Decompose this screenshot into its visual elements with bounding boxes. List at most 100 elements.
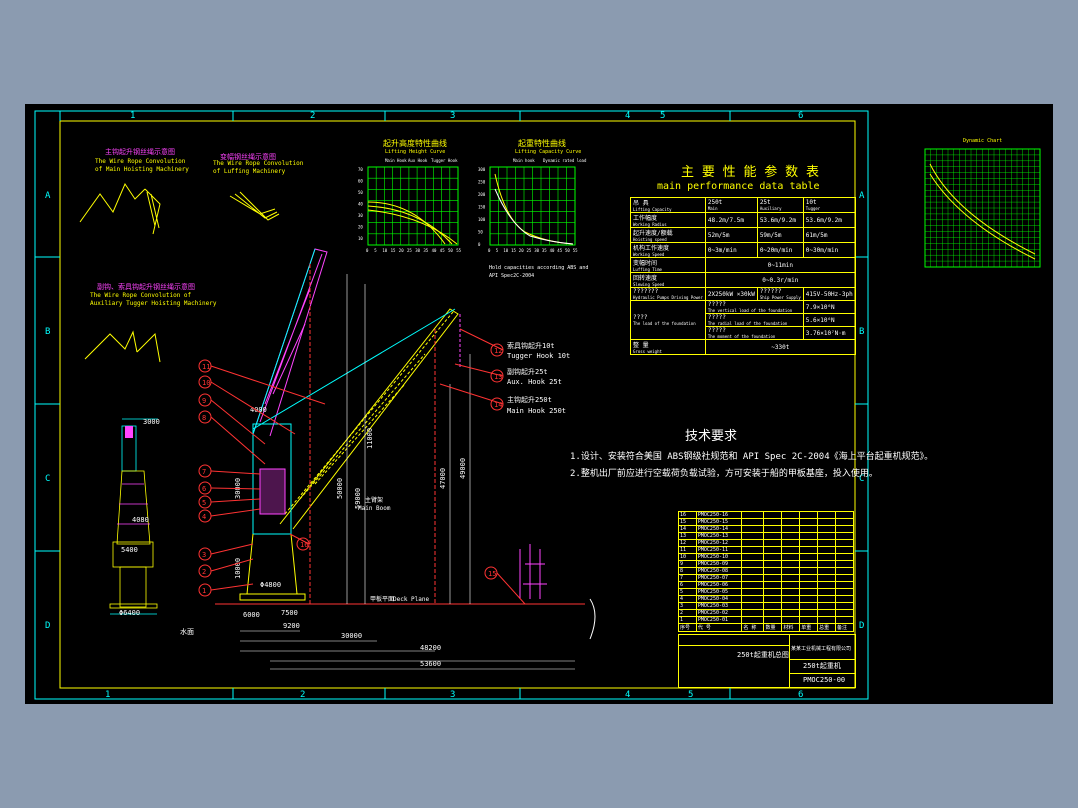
title-block: 250t起重机总图 某某工业机械工程有限公司 250t起重机 PMOC250-0…	[678, 634, 856, 688]
callout-leader	[210, 543, 254, 555]
tick-label: 60	[358, 179, 363, 184]
dim: 6000	[243, 611, 260, 619]
col-label: 4	[625, 111, 630, 121]
tick-label: 50	[565, 248, 570, 253]
dim: 47000	[439, 468, 447, 489]
perf-title-en: main performance data table	[657, 181, 820, 192]
callout-leader	[210, 583, 254, 591]
callout-number: 9	[202, 397, 206, 405]
callout-leader	[210, 558, 254, 572]
perf-title-cn: 主 要 性 能 参 数 表	[681, 165, 819, 180]
col-label: 5	[660, 111, 665, 121]
tick-label: 40	[358, 202, 363, 207]
row-label: C	[45, 474, 50, 484]
rope-luffing-cn: 变幅钢丝绳示意图	[220, 152, 276, 161]
tick-label: 0	[366, 248, 369, 253]
bom-code: PMOC250-02	[695, 609, 743, 617]
tick-label: 50	[478, 230, 483, 235]
bom-header: 材料	[781, 623, 801, 632]
tick-label: 10	[382, 248, 387, 253]
dim: 11000	[366, 428, 374, 449]
callout-circle	[198, 547, 212, 561]
callout-number: 4	[202, 513, 206, 521]
main-boom-en: Main Boom	[358, 505, 391, 512]
tech-req-title: 技术要求	[685, 429, 738, 444]
rope-aux-en1: The Wire Rope Convolution of	[90, 292, 192, 299]
crane-main-view	[239, 248, 461, 604]
legend: Main Hook	[385, 158, 407, 163]
height-grid	[368, 167, 458, 245]
callout-circle	[198, 481, 212, 495]
product-name: 250t起重机	[803, 662, 841, 670]
tick-label: 300	[478, 167, 486, 172]
hook-en: Main Hook 250t	[507, 407, 566, 415]
callout-circle	[198, 375, 212, 389]
col-label: 2	[310, 111, 315, 121]
row-label: D	[45, 621, 50, 631]
bom-code: PMOC250-12	[695, 539, 743, 547]
callout-circle	[198, 583, 212, 597]
tick-label: 20	[519, 248, 524, 253]
callout-number: 16	[300, 541, 308, 549]
tick-label: 100	[478, 217, 486, 222]
zone-dividers	[35, 111, 868, 699]
callout-leader	[210, 365, 326, 405]
callout-leader	[454, 363, 504, 377]
callout-circle	[198, 564, 212, 578]
callout-number: 5	[202, 499, 206, 507]
dim: Φ4800	[260, 581, 281, 589]
tick-label: 45	[440, 248, 445, 253]
legend: Tugger Hook	[431, 158, 458, 163]
tick-label: 15	[511, 248, 516, 253]
bom-code: PMOC250-15	[695, 518, 743, 526]
tick-label: 40	[550, 248, 555, 253]
tick-label: 10	[358, 236, 363, 241]
tech-req-line2: 2.整机出厂前应进行空载荷负载试验，方可安装于船的甲板基座，投入使用。	[570, 469, 878, 479]
dim: 50000	[336, 478, 344, 499]
bom-header: 名 称	[741, 623, 765, 632]
callout-number: 6	[202, 485, 206, 493]
height-chart-title-en: Lifting Height Curve	[385, 149, 445, 155]
deck-cn: 甲板平面	[370, 595, 394, 603]
bom-header: 数量	[763, 623, 783, 632]
tick-label: 30	[534, 248, 539, 253]
row-label: D	[859, 621, 864, 631]
ship-structure	[519, 544, 547, 599]
bom-code: PMOC250-08	[695, 567, 743, 575]
callout-circle	[198, 393, 212, 407]
col-label: 4	[625, 690, 630, 700]
rope-main-en1: The Wire Rope Convolution	[95, 158, 186, 165]
outer-border	[34, 110, 869, 700]
tick-label: 35	[423, 248, 428, 253]
col-label: 5	[688, 690, 693, 700]
col-label: 3	[450, 690, 455, 700]
callout-circle	[198, 509, 212, 523]
rope-luffing-en1: The Wire Rope Convolution	[213, 160, 304, 167]
dimension-labels: 3000 4080 5400 Φ6400 4000 6000 7500 9200…	[119, 406, 441, 668]
lifting-height-chart: 起升高度特性曲线 Lifting Height Curve Main Hook …	[358, 138, 462, 253]
tick-label: 35	[542, 248, 547, 253]
lifting-capacity-chart: 起重特性曲线 Lifting Capacity Curve Main hook …	[478, 138, 588, 279]
callout-leader	[459, 328, 504, 351]
row-label: B	[859, 327, 864, 337]
cap-chart-title-en: Lifting Capacity Curve	[515, 149, 581, 155]
tick-label: 250	[478, 180, 486, 185]
callout-circle	[490, 397, 504, 411]
cad-drawing-canvas[interactable]: 1 2 3 4 5 6 1 2 3 4 5 6 A B C D A B C D …	[25, 104, 1053, 704]
tick-label: 45	[557, 248, 562, 253]
tick-label: 0	[478, 242, 481, 247]
col-label: 1	[130, 111, 135, 121]
bom-code: PMOC250-14	[695, 525, 743, 533]
rope-diagram-luffing: 变幅钢丝绳示意图 The Wire Rope Convolution of Lu…	[213, 152, 304, 221]
bom-code: PMOC250-03	[695, 602, 743, 610]
dim: 49000	[459, 458, 467, 479]
bom-code: PMOC250-04	[695, 595, 743, 603]
cad-drawing: 1 2 3 4 5 6 1 2 3 4 5 6 A B C D A B C D …	[34, 110, 1041, 700]
side-dynamic-chart: Dynamic Chart	[924, 138, 1041, 268]
callout-leader	[210, 487, 261, 490]
